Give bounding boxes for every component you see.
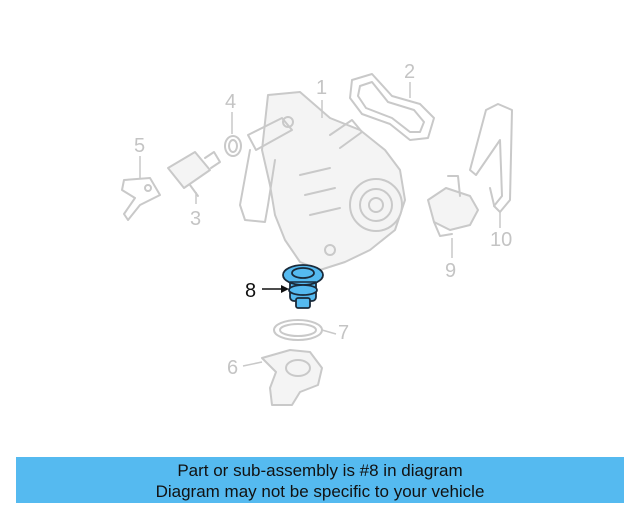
callout-4[interactable]: 4 [225,91,236,113]
info-banner: Part or sub-assembly is #8 in diagram Di… [16,457,624,503]
part-10-mounting-bracket[interactable] [469,103,513,213]
part-9-auxiliary-pump[interactable] [427,175,479,237]
part-2-gasket[interactable] [349,73,435,141]
leader-8-arrowhead [281,285,289,293]
callout-3[interactable]: 3 [190,208,201,230]
callout-5[interactable]: 5 [134,135,145,157]
callout-2[interactable]: 2 [404,61,415,83]
part-6-outlet-housing[interactable] [261,349,323,406]
banner-line-1: Part or sub-assembly is #8 in diagram [177,461,463,480]
part-1-water-pump-housing[interactable] [239,91,406,271]
banner-line-2: Diagram may not be specific to your vehi… [155,482,485,501]
part-8-thermostat[interactable] [282,264,324,309]
callout-9[interactable]: 9 [445,260,456,282]
callout-10[interactable]: 10 [490,229,512,251]
callout-1[interactable]: 1 [316,77,327,99]
part-7-seal-ring[interactable] [273,319,323,341]
parts-diagram: 1 2 3 4 5 6 7 8 9 10 [121,61,513,406]
part-5-bracket[interactable] [121,177,161,221]
part-3-sensor[interactable] [167,151,221,197]
part-4-o-ring[interactable] [224,135,242,157]
callout-7[interactable]: 7 [338,322,349,344]
leader-lines [139,82,501,367]
callout-8[interactable]: 8 [245,280,256,302]
callout-6[interactable]: 6 [227,357,238,379]
